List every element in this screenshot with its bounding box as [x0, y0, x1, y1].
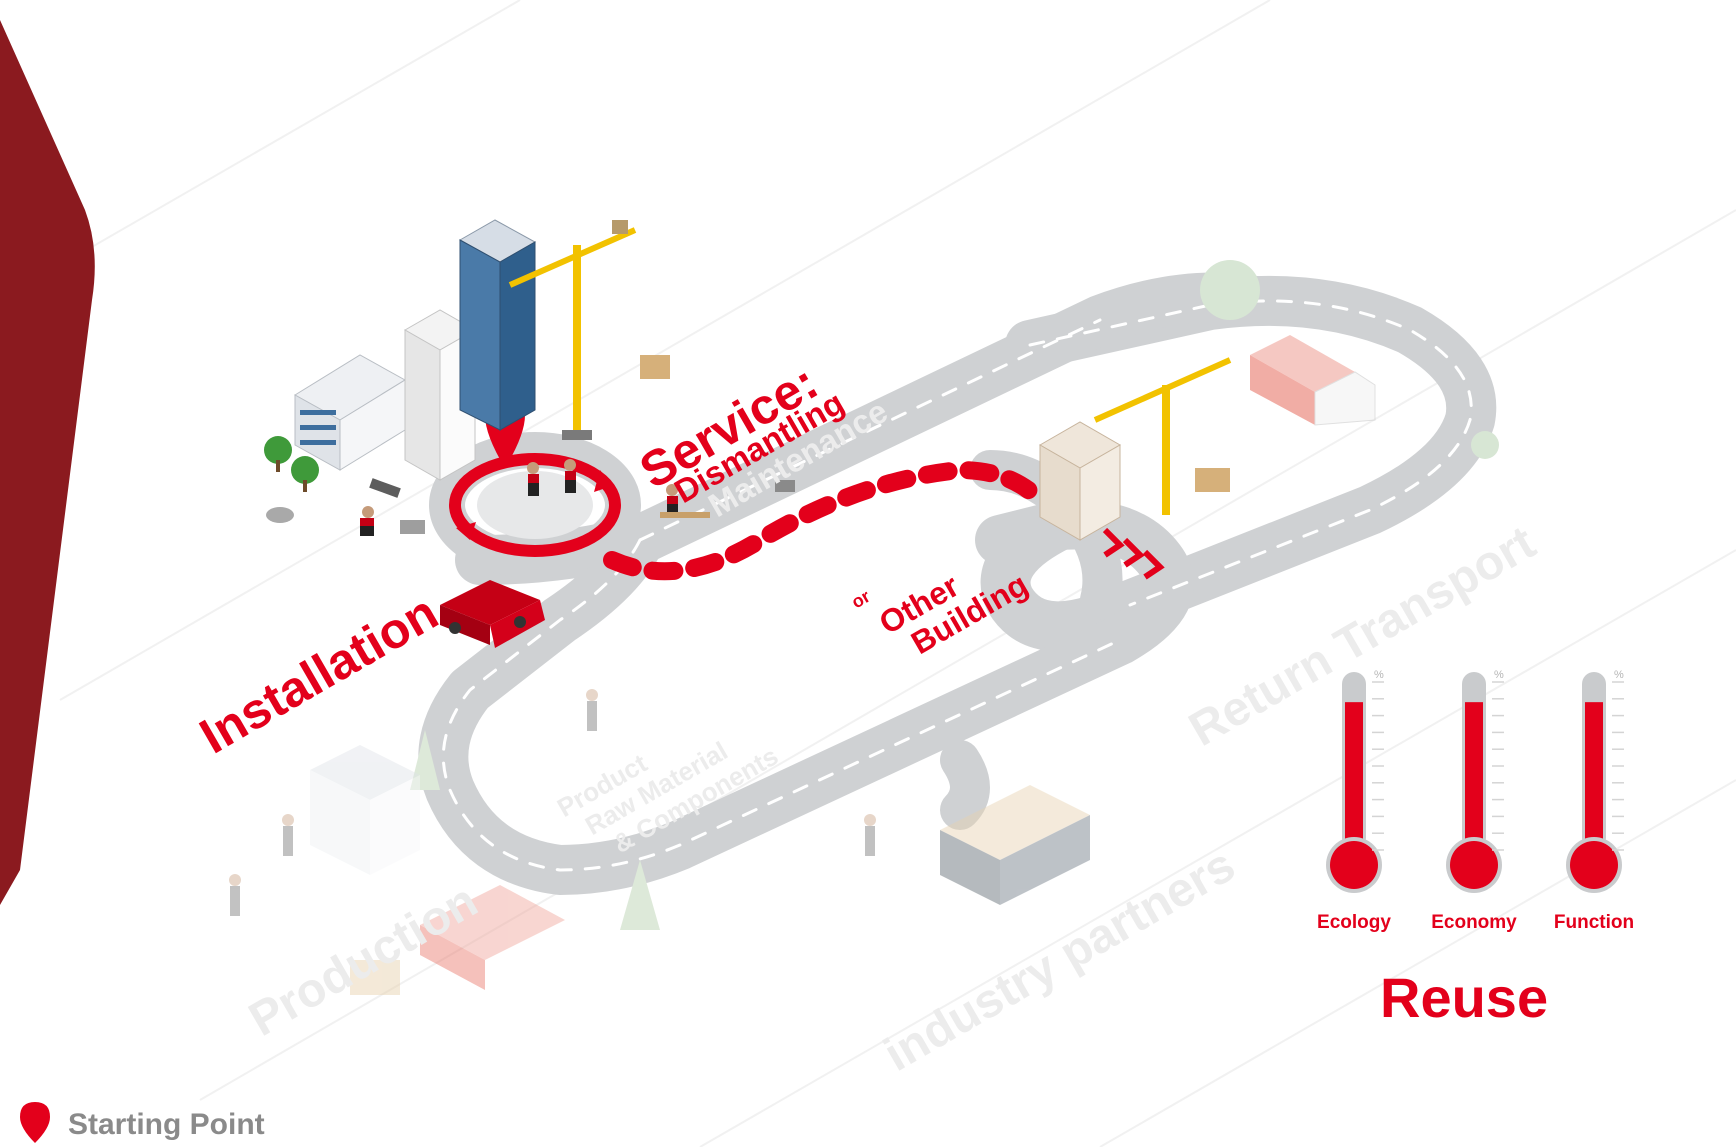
reuse-path-dashed: [603, 460, 1049, 581]
materials: [266, 355, 795, 534]
trees: [264, 260, 1499, 930]
legend: Starting Point: [18, 1100, 318, 1147]
road-network: [418, 272, 1497, 895]
gauge-label-economy: Economy: [1431, 912, 1517, 933]
legend-label: Starting Point: [68, 1108, 265, 1141]
gauge-label-function: Function: [1553, 912, 1635, 933]
thermometer-fill: [1585, 702, 1603, 850]
faded-people: [229, 689, 876, 916]
loop-arrowhead-2: [456, 522, 476, 540]
thermometer-ecology: %: [1326, 669, 1384, 893]
other-building-site: [1038, 357, 1232, 541]
red-side-banner: [0, 20, 95, 905]
production-area: [310, 745, 565, 995]
direction-chevrons: [1102, 527, 1165, 580]
thermometer-bulb: [1330, 841, 1378, 889]
thermometer-fill: [1345, 702, 1363, 850]
percent-symbol: %: [1494, 669, 1504, 681]
percent-symbol: %: [1374, 669, 1384, 681]
reuse-title: Reuse: [1380, 966, 1549, 1029]
roundabout-island: [477, 471, 593, 539]
gauge-group: %%%: [1326, 669, 1624, 893]
thermometer-economy: %: [1446, 669, 1504, 893]
percent-symbol: %: [1614, 669, 1624, 681]
thermometer-function: %: [1566, 669, 1624, 893]
partner-building: [940, 785, 1090, 905]
gauge-label-ecology: Ecology: [1317, 912, 1391, 933]
installation-loop-arrow: [449, 453, 621, 557]
installation-van: [440, 580, 545, 648]
thermometer-bulb: [1570, 841, 1618, 889]
workers: [360, 459, 710, 536]
city-buildings: [294, 219, 637, 481]
map-pin-icon: [20, 1102, 50, 1143]
return-truck: [1250, 335, 1376, 426]
thermometer-fill: [1465, 702, 1483, 850]
loop-arrowhead: [594, 470, 612, 492]
thermometer-bulb: [1450, 841, 1498, 889]
